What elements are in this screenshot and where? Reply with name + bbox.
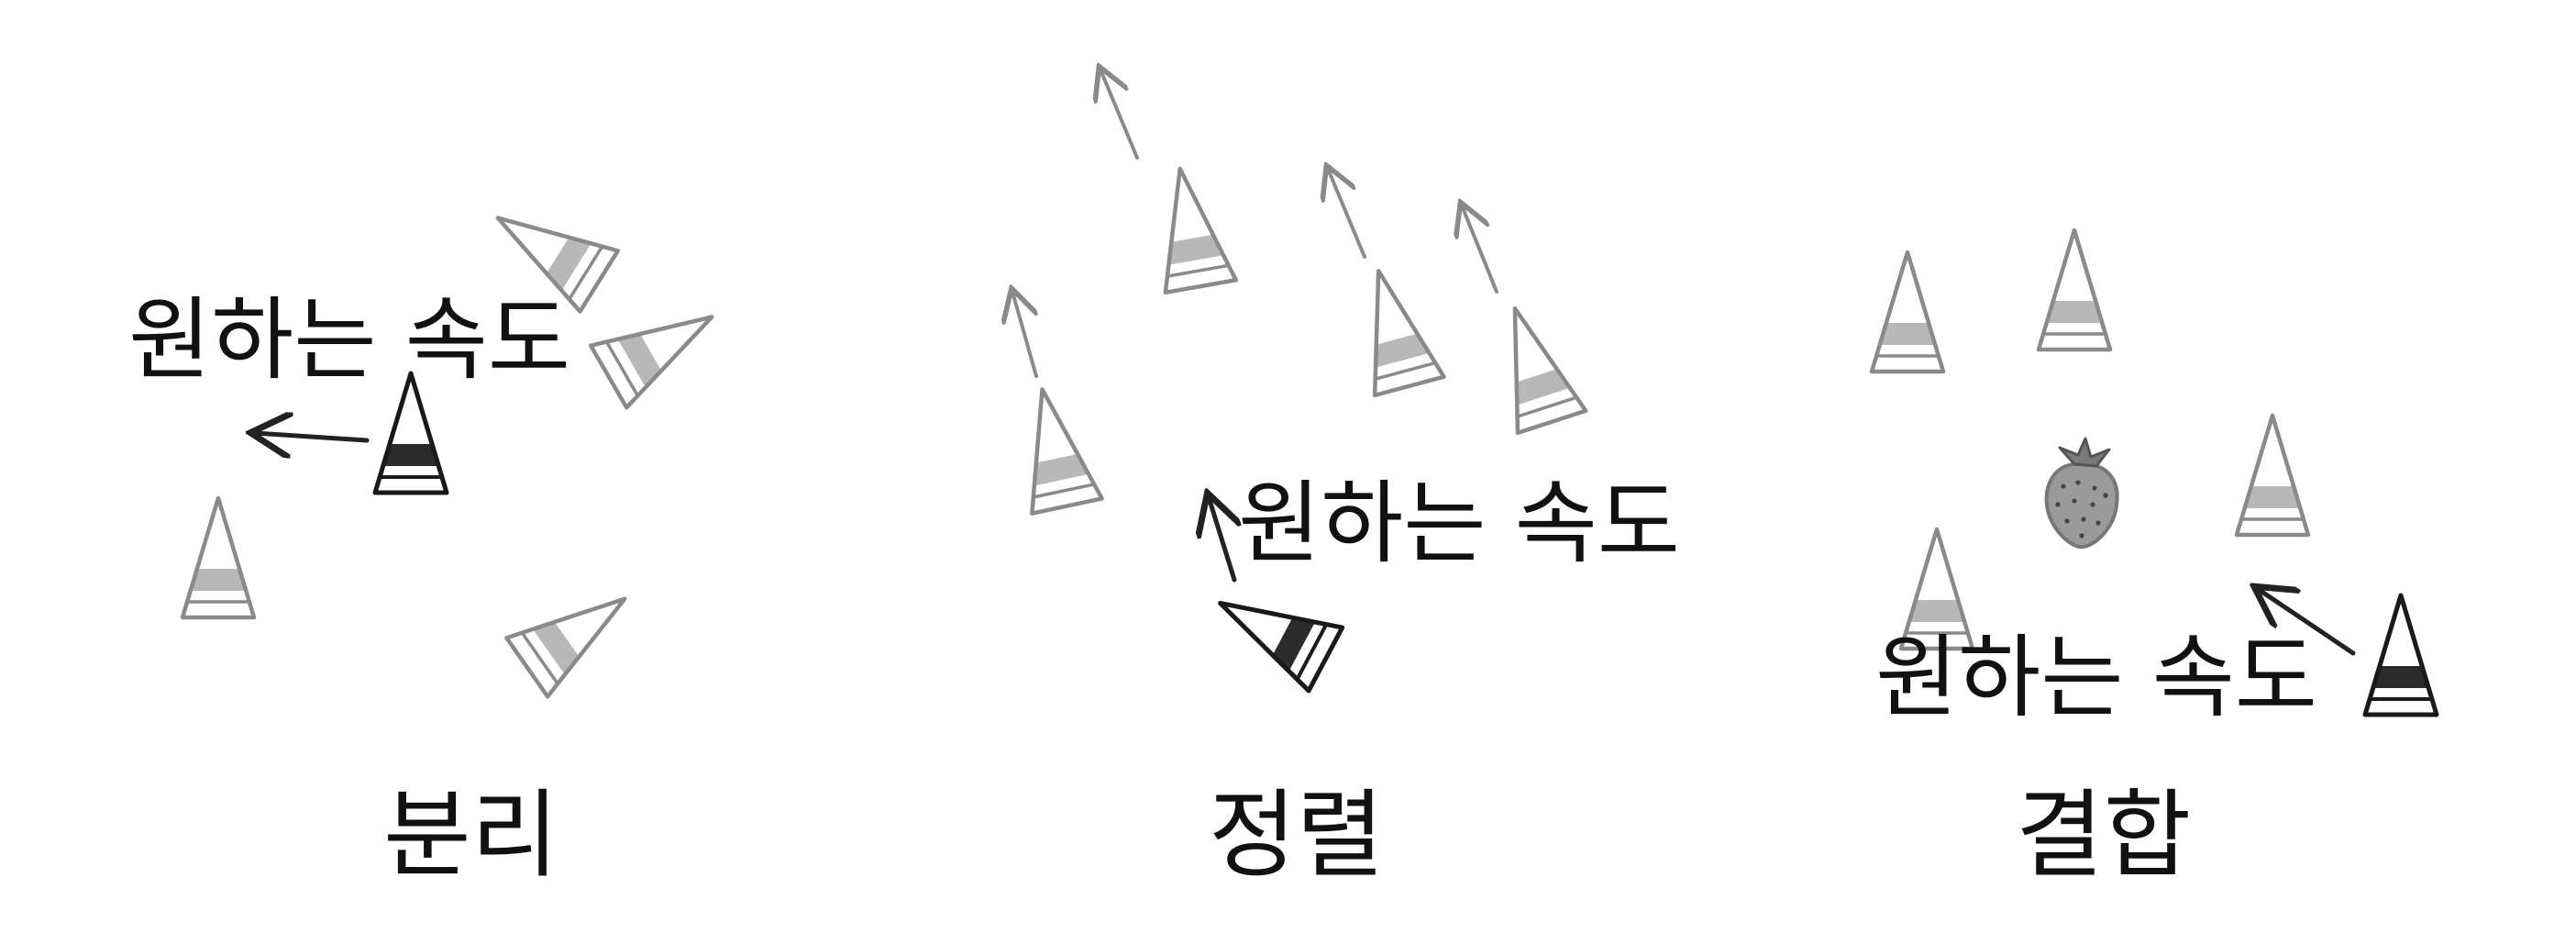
separation-neighbor-boid	[495, 216, 621, 314]
alignment-neighbor-boid	[1372, 268, 1446, 398]
alignment-velocity-arrow	[1209, 497, 1234, 583]
cohesion-velocity-label: 원하는 속도	[1875, 626, 2317, 730]
cohesion-title: 결합	[2016, 779, 2192, 891]
alignment-neighbor-arrow	[1100, 70, 1139, 160]
cohesion-focus-boid	[2362, 593, 2439, 717]
alignment-title: 정렬	[1209, 779, 1385, 891]
alignment-neighbor-boid	[1512, 305, 1588, 436]
alignment-neighbor-boid	[1163, 166, 1238, 295]
cohesion-neighbor-boid	[2234, 413, 2311, 538]
separation-focus-boid	[372, 371, 449, 495]
cohesion-neighbor-boid	[1898, 527, 1975, 651]
alignment-neighbor-boid	[1030, 387, 1104, 516]
alignment-neighbor-arrow	[1462, 205, 1498, 294]
separation-title: 분리	[383, 779, 559, 891]
separation-velocity-label: 원하는 속도	[128, 288, 570, 393]
cohesion-neighbor-boid	[1869, 250, 1946, 374]
alignment-neighbor-arrow	[1328, 169, 1366, 259]
cohesion-neighbor-boid	[2036, 228, 2113, 352]
alignment-neighbor-arrow	[1012, 292, 1038, 378]
alignment-focus-boid	[1218, 600, 1345, 694]
cohesion-velocity-arrow	[2258, 589, 2356, 656]
separation-neighbor-boid	[180, 495, 257, 620]
strawberry-icon	[2044, 437, 2119, 550]
alignment-velocity-label: 원하는 속도	[1238, 472, 1680, 576]
separation-neighbor-boid	[504, 596, 627, 699]
separation-velocity-arrow	[255, 433, 370, 440]
separation-neighbor-boid	[588, 315, 714, 410]
